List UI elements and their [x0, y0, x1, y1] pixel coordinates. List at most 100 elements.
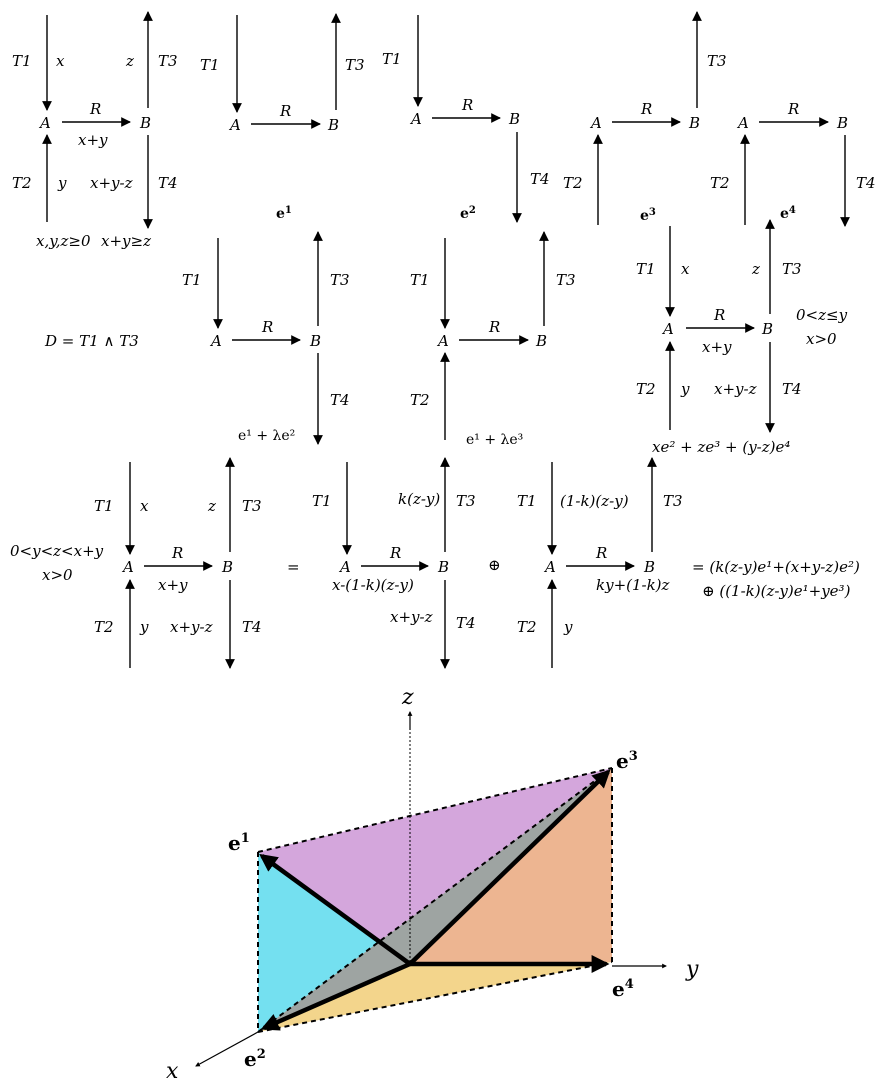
oplus-sign: ⊕: [488, 556, 501, 574]
result-line-1: = (k(z-y)e¹+(x+y-z)e²): [692, 558, 860, 576]
svg-text:T1: T1: [312, 492, 332, 510]
one-minus-k-zy-label: (1-k)(z-y): [560, 492, 629, 510]
diagram-bottom-mid: T1 k(z-y) T3 A B R x-(1-k)(z-y) x+y-z T4: [312, 457, 476, 669]
svg-text:R: R: [713, 306, 725, 324]
svg-text:T2: T2: [410, 391, 430, 409]
diagram-e1-lambda-e3: T1 T3 A B R T2 e¹ + λe³: [410, 231, 576, 448]
svg-text:T3: T3: [556, 271, 576, 289]
z-label: z: [125, 52, 134, 70]
svg-text:T2: T2: [517, 618, 537, 636]
svg-text:T4: T4: [456, 614, 476, 632]
e3-label: e3: [640, 207, 656, 224]
diagram-bottom-left: T1 x z T3 A B R x+y T2 y x+y-z T4 0<y<z<…: [10, 457, 262, 669]
diagram-general: T1 x z T3 A B R x+y T2 y x+y-z T4 x,y,z≥…: [12, 11, 178, 250]
svg-text:T1: T1: [94, 497, 114, 515]
svg-text:y: y: [680, 380, 690, 398]
svg-text:B: B: [327, 116, 339, 134]
svg-text:x+y: x+y: [702, 338, 732, 356]
svg-text:B: B: [761, 320, 773, 338]
cond-x-pos-2: x>0: [42, 566, 73, 584]
equals-sign: =: [287, 558, 300, 576]
svg-text:T3: T3: [345, 56, 365, 74]
svg-text:R: R: [787, 100, 799, 118]
svg-text:A: A: [543, 558, 556, 576]
svg-text:y: y: [139, 618, 149, 636]
cond-x-pos: x>0: [806, 330, 837, 348]
svg-text:T4: T4: [242, 618, 262, 636]
e1-label: e1: [276, 205, 292, 222]
svg-text:x+y-z: x+y-z: [714, 380, 757, 398]
diagram-decomposition: T1 x z T3 A B R x+y T2 y x+y-z T4 0<z≤y …: [636, 219, 848, 456]
svg-text:T1: T1: [636, 260, 656, 278]
diagram-e1-lambda-e2: T1 T3 A B R T4 e¹ + λe²: [182, 231, 350, 445]
svg-text:T1: T1: [182, 271, 202, 289]
a-node: A: [38, 114, 51, 132]
svg-text:B: B: [309, 332, 321, 350]
svg-text:z: z: [207, 497, 216, 515]
k-zy-label: k(z-y): [398, 490, 440, 508]
svg-text:R: R: [261, 318, 273, 336]
a-sub-label: x-(1-k)(z-y): [332, 576, 414, 594]
r-label: R: [89, 100, 101, 118]
svg-text:y: y: [563, 618, 573, 636]
svg-text:A: A: [661, 320, 674, 338]
cyan-face: [258, 852, 390, 1032]
svg-text:R: R: [461, 96, 473, 114]
svg-text:x+y-z: x+y-z: [170, 618, 213, 636]
svg-text:T2: T2: [94, 618, 114, 636]
svg-text:B: B: [508, 110, 520, 128]
svg-text:T4: T4: [330, 391, 350, 409]
svg-text:B: B: [836, 114, 848, 132]
e4-3d-label: e4: [612, 977, 634, 1001]
svg-text:x+y: x+y: [158, 576, 188, 594]
svg-text:R: R: [389, 544, 401, 562]
e1-lambda-e3-label: e¹ + λe³: [466, 432, 523, 448]
svg-text:B: B: [643, 558, 655, 576]
xpy-label: x+y: [78, 131, 108, 149]
diagram-e2: T1 A B R T4 e2: [382, 15, 550, 223]
svg-text:A: A: [228, 116, 241, 134]
svg-text:T2: T2: [563, 174, 583, 192]
svg-text:A: A: [409, 110, 422, 128]
e1-3d-label: e1: [228, 831, 250, 855]
svg-text:B: B: [437, 558, 449, 576]
cond-xy-ge-z: x+y≥z: [101, 232, 151, 250]
d-definition: D = T1 ∧ T3: [44, 332, 139, 350]
diagram-e4: A B R T2 T4 e4: [710, 100, 876, 227]
e1-lambda-e2-label: e¹ + λe²: [238, 428, 295, 444]
svg-text:z: z: [751, 260, 760, 278]
svg-text:x: x: [681, 260, 690, 278]
cond-z-le-y: 0<z≤y: [796, 306, 848, 324]
svg-text:R: R: [279, 102, 291, 120]
svg-text:T3: T3: [330, 271, 350, 289]
diagram-e3: T3 A B R T2 e3: [563, 11, 727, 225]
svg-text:T3: T3: [663, 492, 683, 510]
svg-text:R: R: [640, 100, 652, 118]
svg-text:T3: T3: [782, 260, 802, 278]
svg-text:A: A: [209, 332, 222, 350]
b-node: B: [139, 114, 151, 132]
svg-text:R: R: [595, 544, 607, 562]
svg-text:T1: T1: [410, 271, 430, 289]
x-label: x: [56, 52, 65, 70]
svg-text:x+y-z: x+y-z: [390, 608, 433, 626]
svg-text:R: R: [488, 318, 500, 336]
svg-text:B: B: [535, 332, 547, 350]
t2-label: T2: [12, 174, 32, 192]
svg-text:T1: T1: [382, 50, 402, 68]
diagram-bottom-right: T1 (1-k)(z-y) T3 A B R ky+(1-k)z T2 y = …: [517, 457, 860, 668]
svg-text:T2: T2: [636, 380, 656, 398]
svg-text:A: A: [121, 558, 134, 576]
y-label: y: [57, 174, 67, 192]
result-line-2: ⊕ ((1-k)(z-y)e¹+ye³): [702, 582, 851, 600]
e4-label: e4: [780, 205, 796, 222]
cond-nonneg: x,y,z≥0: [36, 232, 91, 250]
t4-label: T4: [158, 174, 178, 192]
svg-text:A: A: [436, 332, 449, 350]
svg-text:T3: T3: [242, 497, 262, 515]
e3-3d-label: e3: [616, 749, 638, 773]
e2-label: e2: [460, 205, 476, 222]
xpymz-label: x+y-z: [90, 174, 133, 192]
svg-text:T3: T3: [707, 52, 727, 70]
